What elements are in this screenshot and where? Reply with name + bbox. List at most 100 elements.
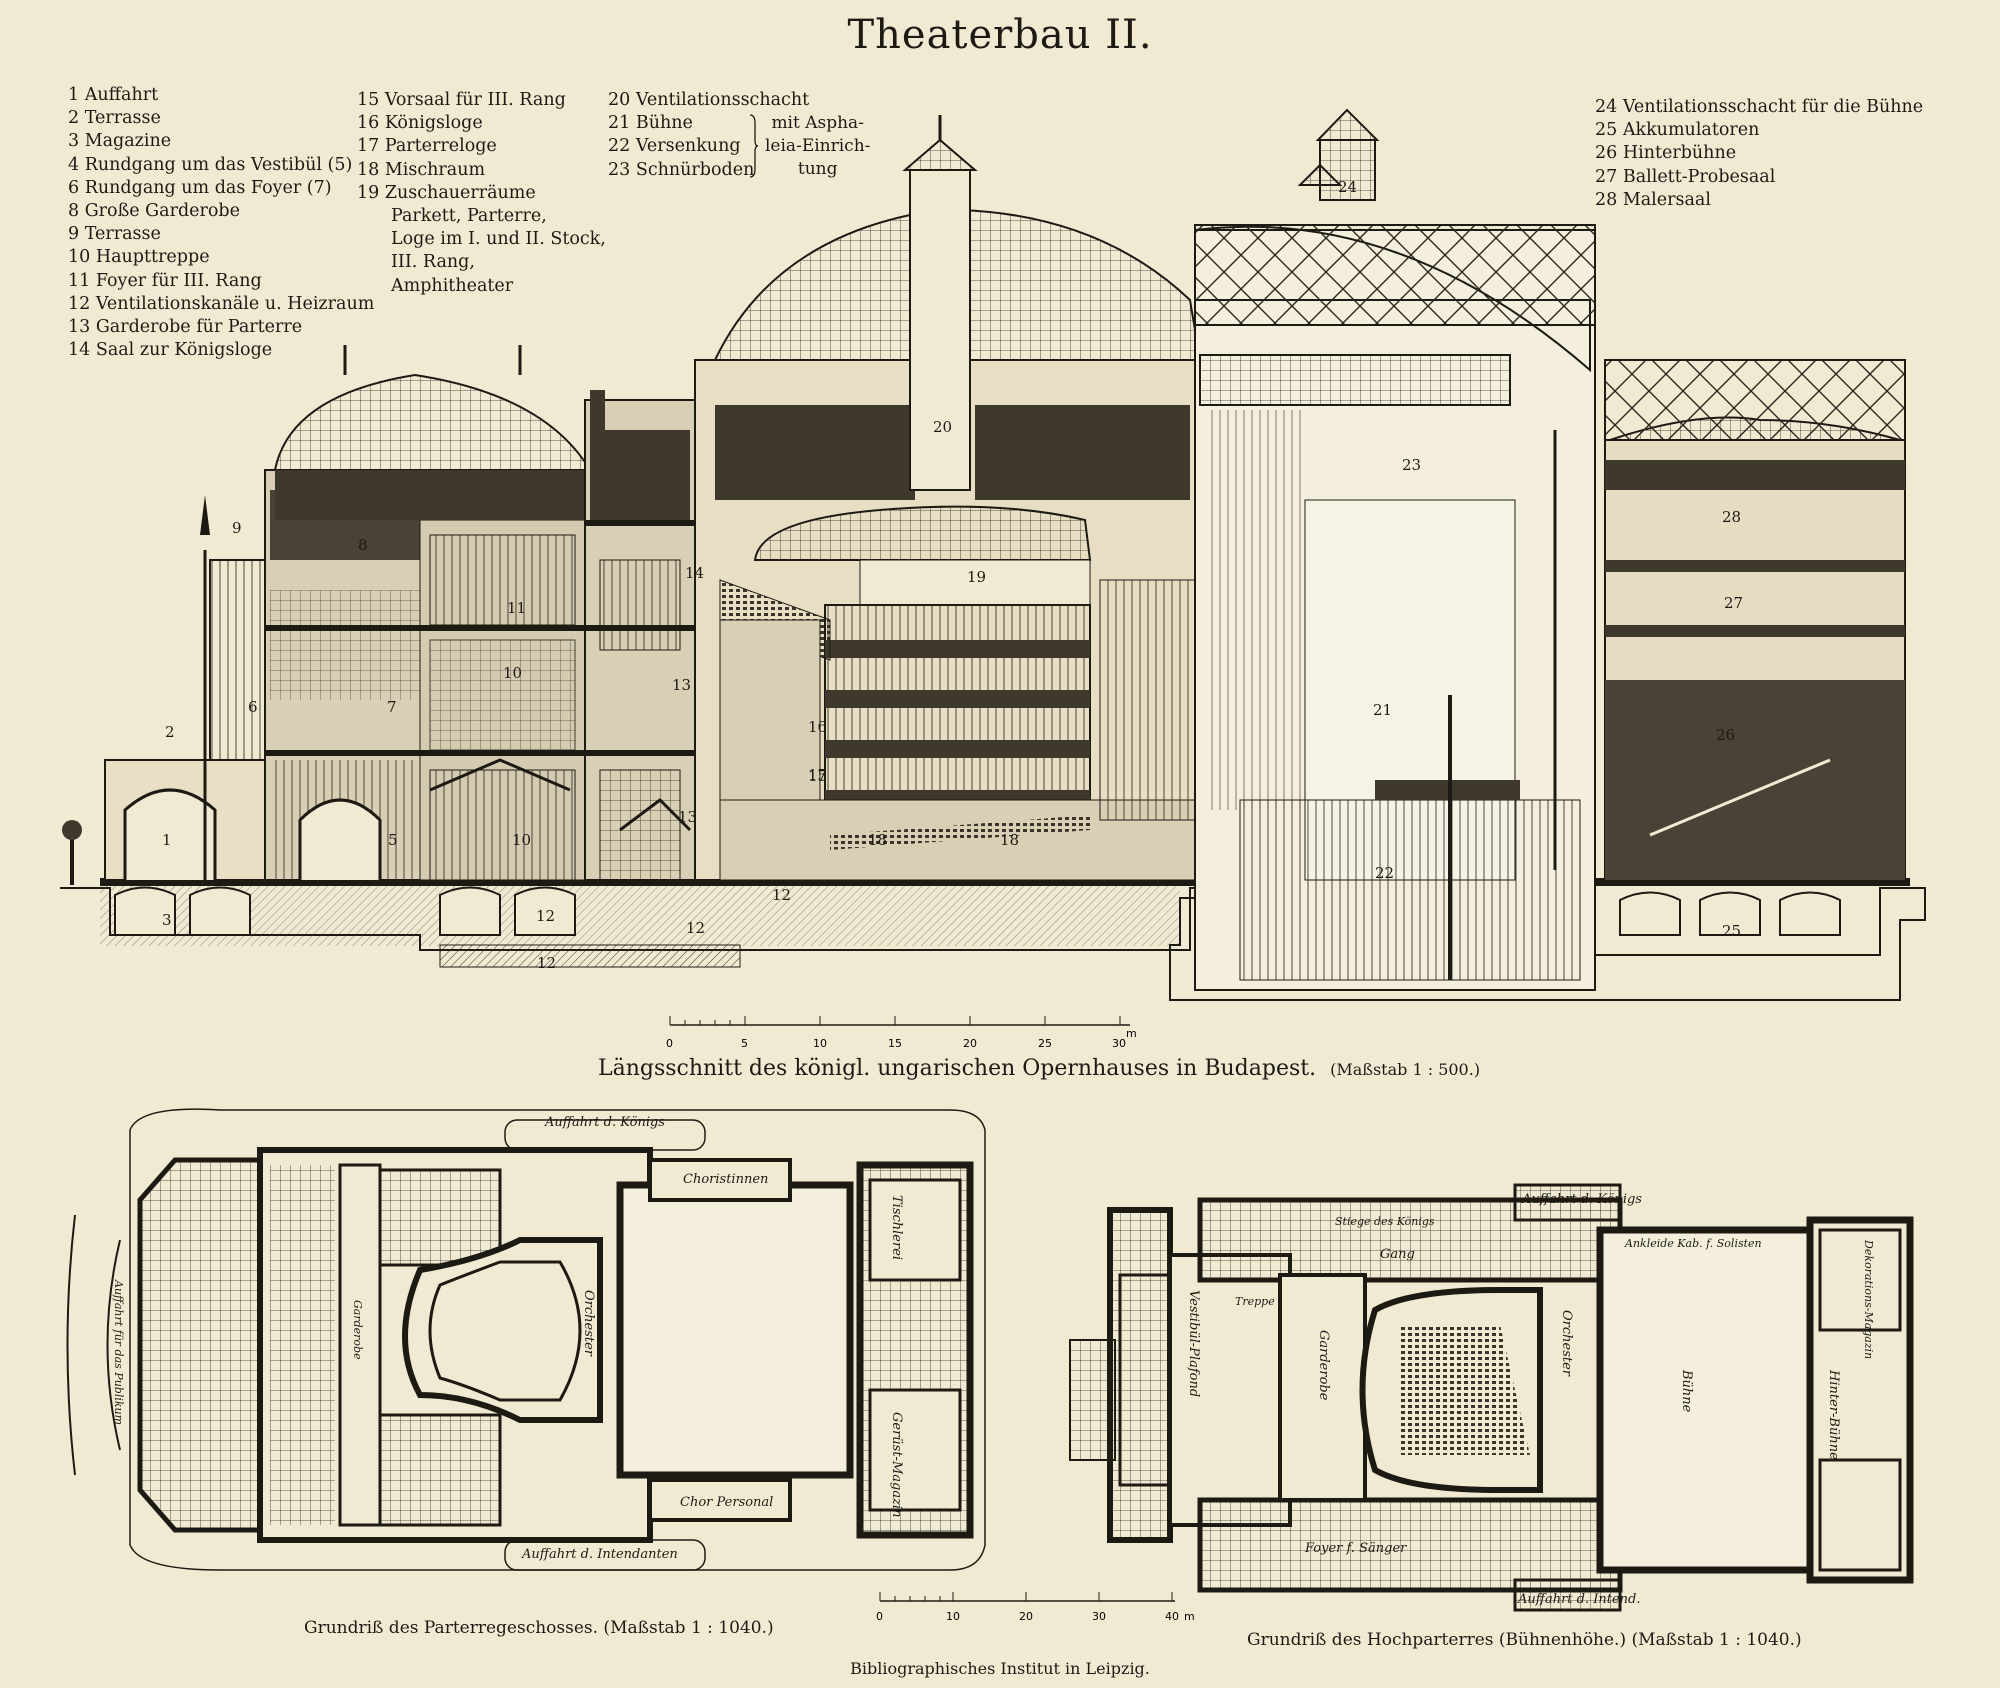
legend-entry: 14 Saal zur Königsloge <box>68 340 273 361</box>
legend-entry: leia-Einrich- <box>765 136 871 156</box>
plan-right-label: Bühne <box>1679 1369 1694 1413</box>
section-label: 18 <box>1000 831 1019 849</box>
svg-text:15: 15 <box>888 1037 902 1050</box>
svg-text:10: 10 <box>813 1037 827 1050</box>
section-label: 3 <box>162 911 172 929</box>
legend-entry: III. Rang, <box>391 252 475 273</box>
publisher-credit: Bibliographisches Institut in Leipzig. <box>850 1659 1150 1678</box>
section-label: 2 <box>165 723 175 741</box>
section-label: 12 <box>537 954 556 972</box>
section-label: 12 <box>686 919 705 937</box>
legend-entry: 25 Akkumulatoren <box>1595 120 1760 141</box>
legend-entry: 15 Vorsaal für III. Rang <box>357 90 566 110</box>
section-label: 8 <box>358 536 368 554</box>
section-label: 15 <box>808 767 827 785</box>
plan-left-label: Orchester <box>581 1290 596 1357</box>
section-label: 13 <box>678 808 697 826</box>
section-label: 10 <box>512 831 531 849</box>
plan-left-label: Garderobe <box>351 1300 364 1360</box>
legend-entry: 12 Ventilationskanäle u. Heizraum <box>68 293 375 314</box>
legend-entry: 4 Rundgang um das Vestibül (5) <box>68 154 353 175</box>
plan-left-label: Choristinnen <box>683 1172 768 1187</box>
legend-entry: 3 Magazine <box>68 131 172 152</box>
legend-entry: 28 Malersaal <box>1595 189 1711 210</box>
plan-right-label: Vestibül-Plafond <box>1186 1290 1201 1397</box>
section-label: 9 <box>232 519 242 537</box>
legend-entry: 21 Bühne <box>608 113 693 134</box>
legend-entry: 10 Haupttreppe <box>68 247 210 268</box>
section-label: 28 <box>1722 508 1741 526</box>
plan-left-label: Auffahrt d. Königs <box>544 1115 665 1130</box>
plan-right-label: Orchester <box>1559 1310 1574 1377</box>
section-label: 23 <box>1402 456 1421 474</box>
section-label: 25 <box>1722 922 1741 940</box>
legend-entry: 17 Parterreloge <box>357 136 497 157</box>
legend-entry: 26 Hinterbühne <box>1595 143 1737 164</box>
legend-column-3-note: mit Aspha-leia-Einrich-tung <box>765 112 870 181</box>
section-label: 17 <box>808 766 827 784</box>
plan-left-label: Chor Personal <box>680 1495 773 1510</box>
svg-text:30: 30 <box>1092 1610 1106 1623</box>
section-label: 6 <box>248 698 258 716</box>
section-label: 27 <box>1724 594 1743 612</box>
legend-entry: 20 Ventilationsschacht <box>608 90 810 110</box>
legend-entry: 11 Foyer für III. Rang <box>68 270 262 291</box>
section-label: 14 <box>685 564 704 582</box>
legend-entry: 6 Rundgang um das Foyer (7) <box>68 177 332 198</box>
section-label: 11 <box>507 599 526 617</box>
section-label: 10 <box>503 664 522 682</box>
legend-entry: 1 Auffahrt <box>68 85 159 105</box>
legend-entry: 9 Terrasse <box>68 224 161 245</box>
legend-entry: 19 Zuschauerräume <box>357 182 536 203</box>
legend-entry: 22 Versenkung <box>608 136 741 157</box>
legend-entry: 24 Ventilationsschacht für die Bühne <box>1595 97 1924 117</box>
legend-entry: Amphitheater <box>391 275 514 296</box>
page-title: Theaterbau II. <box>847 12 1153 58</box>
legend-entry: mit Aspha- <box>771 113 864 133</box>
section-label: 19 <box>967 568 986 586</box>
legend-entry: 16 Königsloge <box>357 113 483 134</box>
plan-right-caption: Grundriß des Hochparterres (Bühnenhöhe.)… <box>1247 1630 1802 1650</box>
section-label: 13 <box>672 676 691 694</box>
svg-text:20: 20 <box>963 1037 977 1050</box>
legend-entry: 27 Ballett-Probesaal <box>1595 166 1776 187</box>
scale-bar-section: 0 5 10 15 20 25 30 m <box>666 1016 1137 1050</box>
svg-text:m: m <box>1126 1027 1137 1040</box>
section-label: 1 <box>162 831 172 849</box>
section-label: 5 <box>388 831 398 849</box>
svg-text:40: 40 <box>1165 1610 1179 1623</box>
svg-text:20: 20 <box>1019 1610 1033 1623</box>
plan-right-label: Garderobe <box>1316 1330 1331 1401</box>
section-label: 16 <box>808 718 827 736</box>
plan-left-label: Auffahrt d. Intendanten <box>521 1547 678 1562</box>
legend-column-4: 24 Ventilationsschacht für die Bühne 25 A… <box>1595 96 1923 212</box>
section-label: 12 <box>772 886 791 904</box>
section-label: 7 <box>387 698 397 716</box>
floor-plan-parterre: Auffahrt d. Königs Auffahrt d. Intendant… <box>66 1108 986 1571</box>
svg-text:5: 5 <box>741 1037 748 1050</box>
svg-text:0: 0 <box>876 1610 883 1623</box>
scale-bar-plans: 0 10 20 30 40 m <box>876 1592 1195 1623</box>
svg-text:0: 0 <box>666 1037 673 1050</box>
svg-text:10: 10 <box>946 1610 960 1623</box>
legend-entry: 8 Große Garderobe <box>68 201 240 222</box>
plan-right-label: Dekorations-Magazin <box>1862 1239 1875 1359</box>
section-caption: Längsschnitt des königl. ungarischen Ope… <box>598 1056 1481 1081</box>
legend-entry: Loge im I. und II. Stock, <box>391 229 606 250</box>
plan-right-label: Treppe <box>1235 1295 1275 1308</box>
svg-text:30: 30 <box>1112 1037 1126 1050</box>
section-label: 20 <box>933 418 952 436</box>
plan-right-label: Foyer f. Sänger <box>1304 1541 1407 1556</box>
plan-left-label: Auffahrt für das Publikum <box>112 1279 125 1425</box>
legend-entry: 18 Mischraum <box>357 159 486 180</box>
plan-right-label: Ankleide Kab. f. Solisten <box>1624 1237 1762 1250</box>
plan-right-label: Hinter-Bühne <box>1826 1369 1841 1460</box>
section-label: 22 <box>1375 864 1394 882</box>
legend-entry: 2 Terrasse <box>68 108 161 129</box>
legend-entry: tung <box>797 159 838 179</box>
svg-text:m: m <box>1184 1610 1195 1623</box>
